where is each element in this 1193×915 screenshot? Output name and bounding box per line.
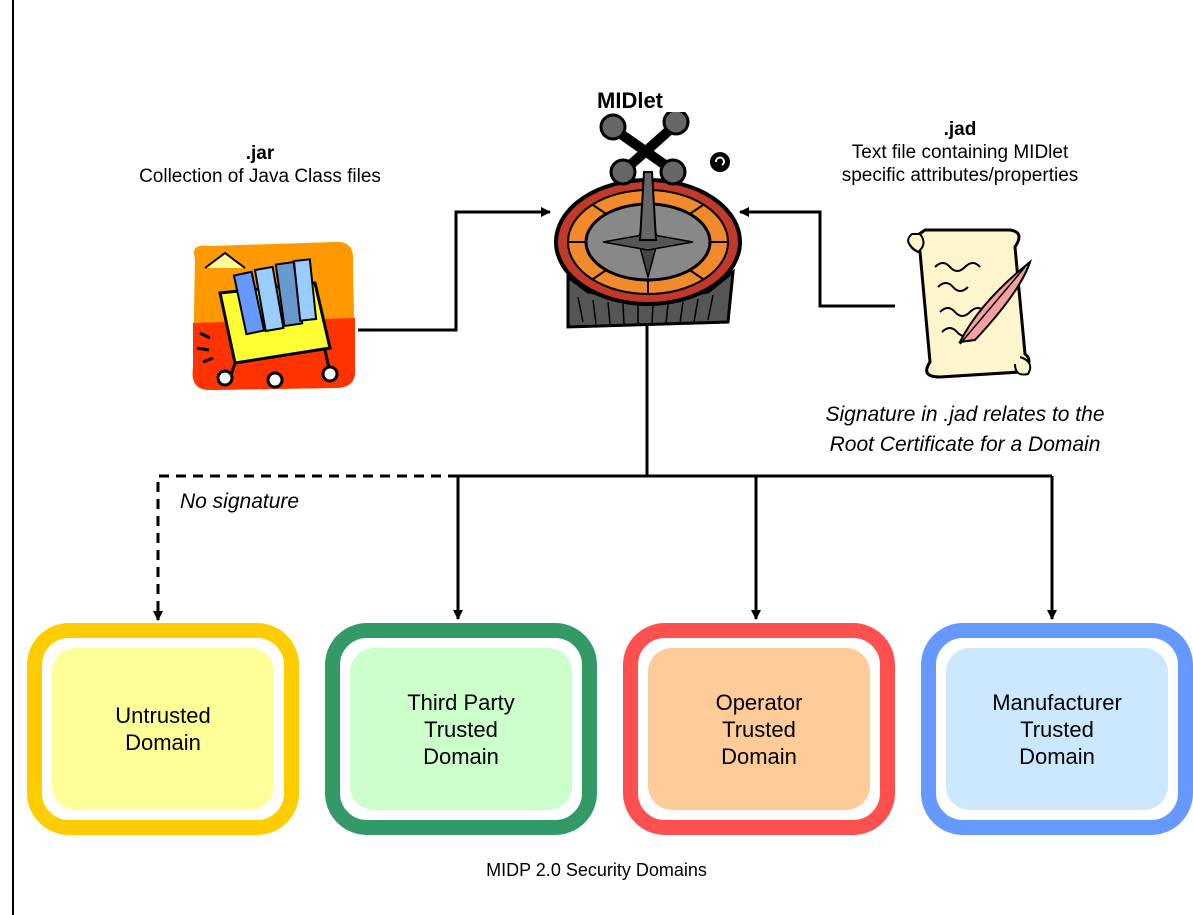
untrusted-domain-fill — [52, 648, 274, 810]
jar-description: .jar Collection of Java Class files — [80, 142, 440, 188]
signature-note-line1: Signature in .jad relates to the — [825, 403, 1105, 426]
untrusted-domain-box: Untrusted Domain — [27, 623, 299, 835]
jad-description: .jad Text file containing MIDlet specifi… — [790, 118, 1130, 187]
signature-note-line2: Root Certificate for a Domain — [829, 433, 1101, 456]
operator-domain-box: Operator Trusted Domain — [623, 623, 895, 835]
operator-domain-label: Operator Trusted Domain — [715, 689, 803, 769]
jar-title: .jar — [245, 143, 275, 164]
jar-text: Collection of Java Class files — [139, 166, 381, 187]
manufacturer-domain-label: Manufacturer Trusted Domain — [992, 689, 1122, 769]
jad-title: .jad — [943, 119, 977, 140]
manufacturer-domain-fill — [946, 648, 1168, 810]
operator-domain-fill — [648, 648, 870, 810]
third-party-domain-label: Third Party Trusted Domain — [407, 689, 515, 769]
no-signature-dashed-line — [153, 474, 458, 621]
no-signature-label: No signature — [180, 490, 300, 513]
manufacturer-domain-box: Manufacturer Trusted Domain — [921, 623, 1193, 835]
jad-text-line1: Text file containing MIDlet — [851, 142, 1069, 163]
signature-note: Signature in .jad relates to the Root Ce… — [770, 400, 1160, 460]
jad-text-line2: specific attributes/properties — [841, 165, 1079, 186]
file-cart-icon — [192, 241, 356, 390]
third-party-domain-box: Third Party Trusted Domain — [325, 623, 597, 835]
third-party-domain-fill — [350, 648, 572, 810]
scroll-quill-icon — [907, 228, 1033, 379]
midlet-title: MIDlet — [597, 88, 663, 113]
untrusted-domain-label: Untrusted Domain — [115, 703, 211, 755]
left-margin-line — [12, 0, 14, 915]
figure-caption: MIDP 2.0 Security Domains — [486, 860, 707, 880]
jad-to-midlet-arrow — [739, 207, 895, 308]
jar-to-midlet-arrow — [358, 207, 551, 332]
roulette-wheel-icon — [554, 112, 742, 329]
